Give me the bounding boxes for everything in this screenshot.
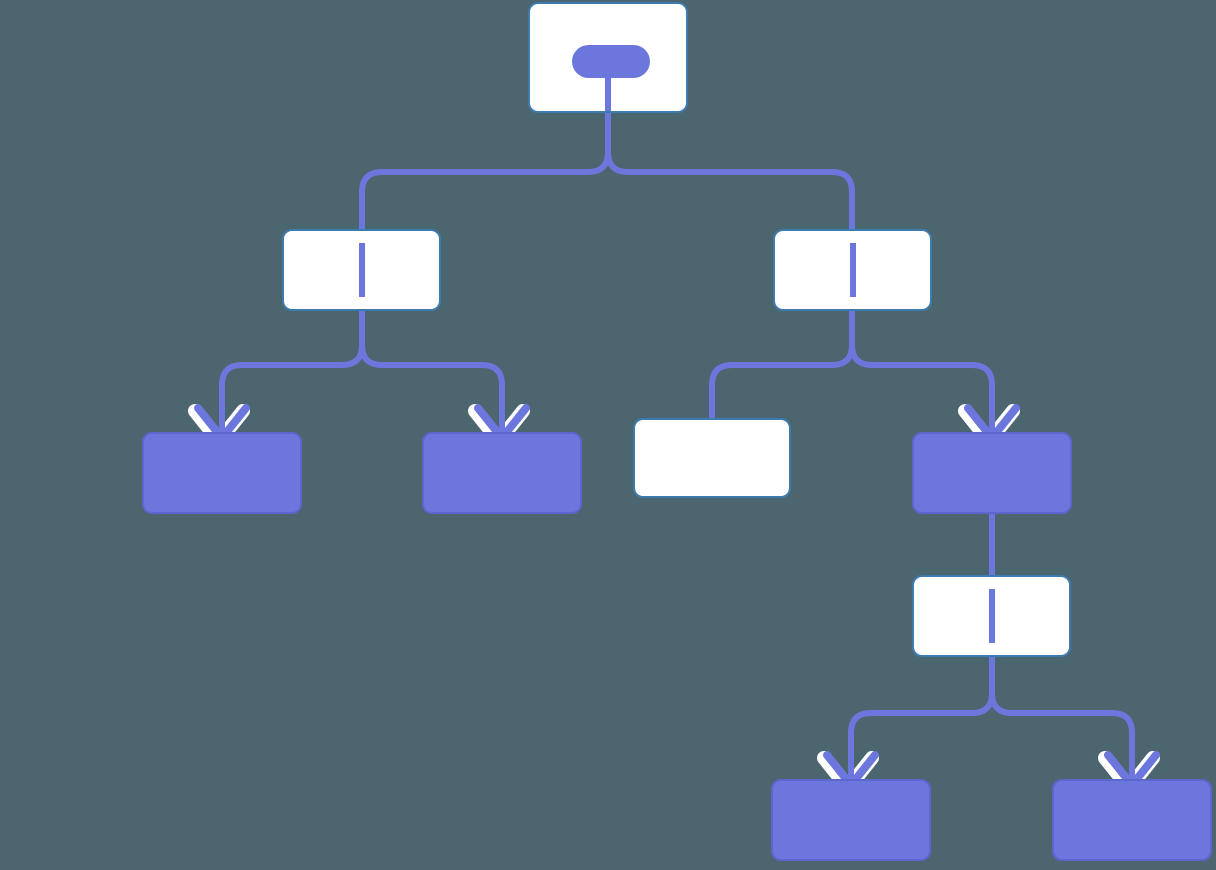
node-passthrough-line xyxy=(849,243,856,297)
node-pill-stem xyxy=(605,76,611,111)
node-n2[interactable] xyxy=(282,229,441,311)
node-n9[interactable] xyxy=(771,779,931,861)
node-n1[interactable] xyxy=(528,2,688,113)
node-n6[interactable] xyxy=(633,418,791,498)
node-n8[interactable] xyxy=(912,575,1071,657)
node-n4[interactable] xyxy=(142,432,302,514)
node-passthrough-line xyxy=(988,589,995,643)
node-n10[interactable] xyxy=(1052,779,1212,861)
node-n7[interactable] xyxy=(912,432,1072,514)
node-passthrough-line xyxy=(358,243,365,297)
node-n3[interactable] xyxy=(773,229,932,311)
node-n5[interactable] xyxy=(422,432,582,514)
node-pill-badge xyxy=(572,45,650,78)
